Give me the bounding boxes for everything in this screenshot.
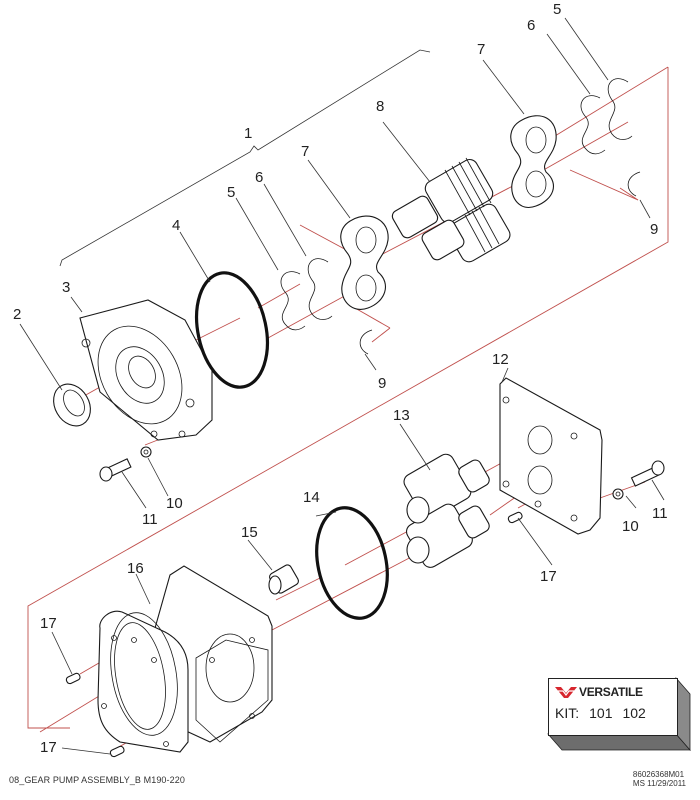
versatile-logo-icon [555, 687, 577, 698]
callout-10-left: 10 [166, 495, 183, 512]
kit-label-box: VERSATILE KIT: 101 102 [548, 678, 678, 736]
axis-line [257, 283, 301, 309]
callout-6-left: 6 [255, 169, 263, 186]
kit-number: 102 [622, 705, 646, 721]
seal-pair-left [280, 258, 333, 331]
leader-lines [19, 17, 665, 755]
front-cover-part [79, 299, 213, 441]
callout-2: 2 [13, 306, 21, 323]
callout-8: 8 [376, 98, 384, 115]
wear-plate-left [340, 215, 389, 310]
revision-date: MS 11/29/2011 [632, 779, 686, 788]
axis-line [344, 529, 411, 566]
callout-12: 12 [492, 351, 509, 368]
callout-9-left: 9 [378, 375, 386, 392]
kit-box-shadow [547, 676, 691, 752]
gear-set [403, 453, 490, 568]
drawing-name: 08_GEAR PUMP ASSEMBLY_B M190-220 [9, 775, 185, 785]
bolt-washer-left [99, 446, 152, 482]
drive-gear-set [391, 157, 511, 263]
callout-15: 15 [241, 524, 258, 541]
callout-7-left: 7 [301, 143, 309, 160]
callout-11-left: 11 [142, 511, 158, 528]
kit-prefix: KIT: [555, 705, 580, 721]
brand-logo: VERSATILE [555, 685, 643, 699]
housing-part [97, 565, 273, 753]
part-number: 86026368M01 [632, 770, 685, 779]
callout-9-right: 9 [650, 221, 658, 238]
dowel-pins [65, 511, 523, 758]
callout-11-right: 11 [652, 505, 668, 522]
assembly-bracket [59, 49, 431, 267]
callout-labels: 1 2 3 4 5 6 7 8 7 6 5 9 9 10 11 12 13 14… [13, 1, 668, 756]
callout-5-left: 5 [227, 184, 235, 201]
brand-name: VERSATILE [579, 685, 643, 699]
shaft-seal-part [53, 383, 91, 427]
axis-line [619, 187, 639, 201]
callout-3: 3 [62, 279, 70, 296]
o-ring-lower-part [315, 506, 389, 620]
wear-plate-right [510, 115, 557, 208]
seal-pair-right [580, 78, 633, 155]
callout-5-right: 5 [553, 1, 561, 18]
callout-13: 13 [393, 407, 410, 424]
axis-line [271, 554, 416, 631]
callout-17-c: 17 [540, 568, 557, 585]
callout-14: 14 [303, 489, 320, 506]
axis-line [569, 169, 639, 201]
coupling-part [268, 564, 299, 595]
callout-7-right: 7 [477, 41, 485, 58]
callout-17-a: 17 [40, 615, 57, 632]
bolt-washer-right [612, 460, 665, 500]
kit-number: 101 [589, 705, 613, 721]
assembly-boundary-line [27, 67, 669, 729]
o-ring-part [195, 271, 269, 389]
backup-ring-left [359, 329, 373, 355]
callout-1: 1 [244, 125, 252, 142]
callout-6-right: 6 [527, 17, 535, 34]
backup-ring-right [627, 171, 641, 197]
callout-16: 16 [127, 560, 144, 577]
kit-numbers: KIT: 101 102 [555, 705, 656, 721]
drawing-reference: 86026368M01 MS 11/29/2011 [633, 770, 686, 788]
callout-17-b: 17 [40, 739, 57, 756]
callout-10-right: 10 [622, 518, 639, 535]
axis-line [275, 577, 321, 601]
rear-cover-plate [499, 377, 603, 535]
axis-line [371, 327, 391, 343]
callout-4: 4 [172, 217, 180, 234]
